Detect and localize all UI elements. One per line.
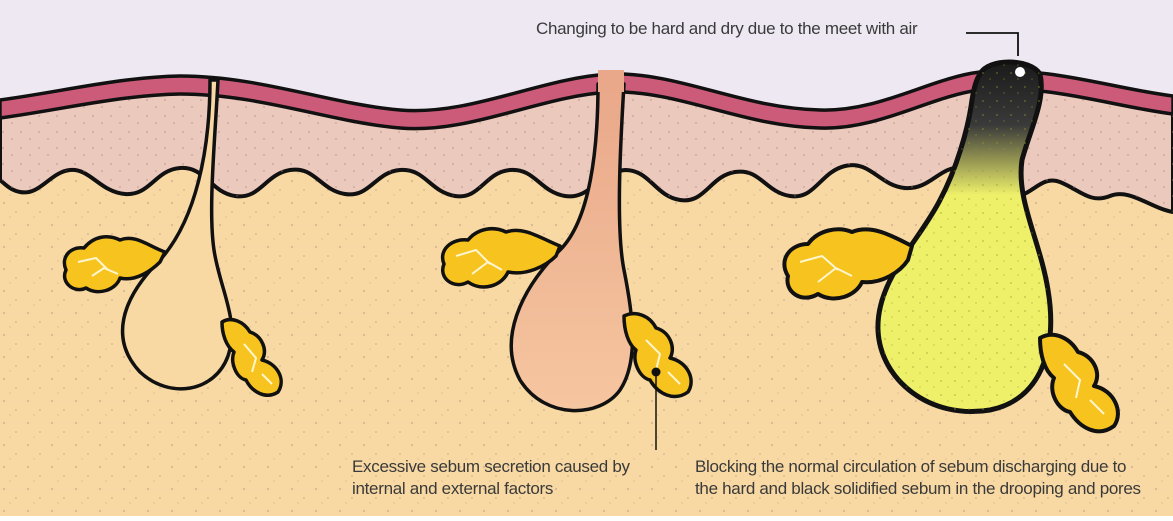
annotation-excessive-sebum-line-2: internal and external factors bbox=[352, 478, 630, 500]
annotation-excessive-sebum: Excessive sebum secretion caused by inte… bbox=[352, 456, 630, 500]
annotation-blocking-line-1: Blocking the normal circulation of sebum… bbox=[695, 456, 1141, 478]
annotation-air-hardening-text: Changing to be hard and dry due to the m… bbox=[536, 18, 917, 40]
annotation-blocking-line-2: the hard and black solidified sebum in t… bbox=[695, 478, 1141, 500]
annotation-blocking: Blocking the normal circulation of sebum… bbox=[695, 456, 1141, 500]
blackhead-highlight bbox=[1015, 67, 1025, 77]
annotation-air-hardening: Changing to be hard and dry due to the m… bbox=[536, 18, 917, 40]
clogged-pore-opening bbox=[598, 70, 624, 92]
annotation-excessive-sebum-line-1: Excessive sebum secretion caused by bbox=[352, 456, 630, 478]
